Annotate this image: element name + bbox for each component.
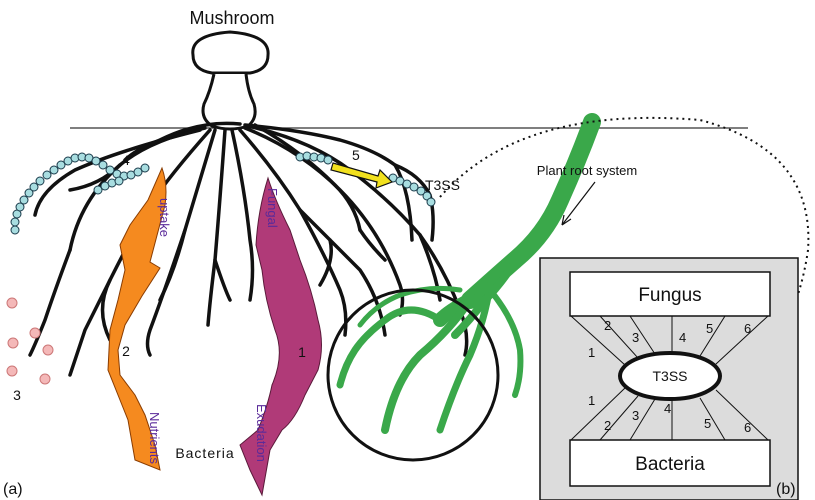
nutrients-label: Nutrients <box>147 412 162 465</box>
yellow-arrow-5 <box>331 163 392 188</box>
top-number-5: 5 <box>706 321 713 336</box>
top-number-4: 4 <box>679 330 686 345</box>
t3ss-label-a: T3SS <box>425 177 460 193</box>
number-3: 3 <box>13 387 21 403</box>
number-2: 2 <box>122 343 130 359</box>
bottom-number-2: 2 <box>604 418 611 433</box>
bottom-number-5: 5 <box>704 416 711 431</box>
mushroom-label: Mushroom <box>189 8 274 28</box>
magnifier-circle <box>328 290 498 460</box>
fungal-label: Fungal <box>265 188 280 228</box>
top-number-2: 2 <box>604 318 611 333</box>
mushroom-stem <box>203 74 255 129</box>
number-4: 4 <box>122 152 130 168</box>
top-number-1: 1 <box>588 345 595 360</box>
uptake-label: uptake <box>157 198 172 237</box>
panel-b-label: (b) <box>776 481 796 498</box>
mushroom-cap <box>193 32 268 73</box>
bottom-number-4: 4 <box>664 401 671 416</box>
bottom-number-6: 6 <box>744 420 751 435</box>
number-5: 5 <box>352 147 360 163</box>
exudation-label: Exudation <box>254 404 269 462</box>
pink-cells <box>7 298 53 384</box>
bottom-number-3: 3 <box>632 408 639 423</box>
number-1: 1 <box>298 344 306 360</box>
plant-root-system-label: Plant root system <box>537 163 637 178</box>
panel-a-label: (a) <box>3 481 23 498</box>
top-number-3: 3 <box>632 330 639 345</box>
bacteria-box-label: Bacteria <box>635 454 705 475</box>
top-number-6: 6 <box>744 321 751 336</box>
t3ss-label-b: T3SS <box>652 368 687 384</box>
bottom-number-1: 1 <box>588 393 595 408</box>
bacteria-label: Bacteria <box>175 445 234 461</box>
fungus-label: Fungus <box>638 285 701 306</box>
